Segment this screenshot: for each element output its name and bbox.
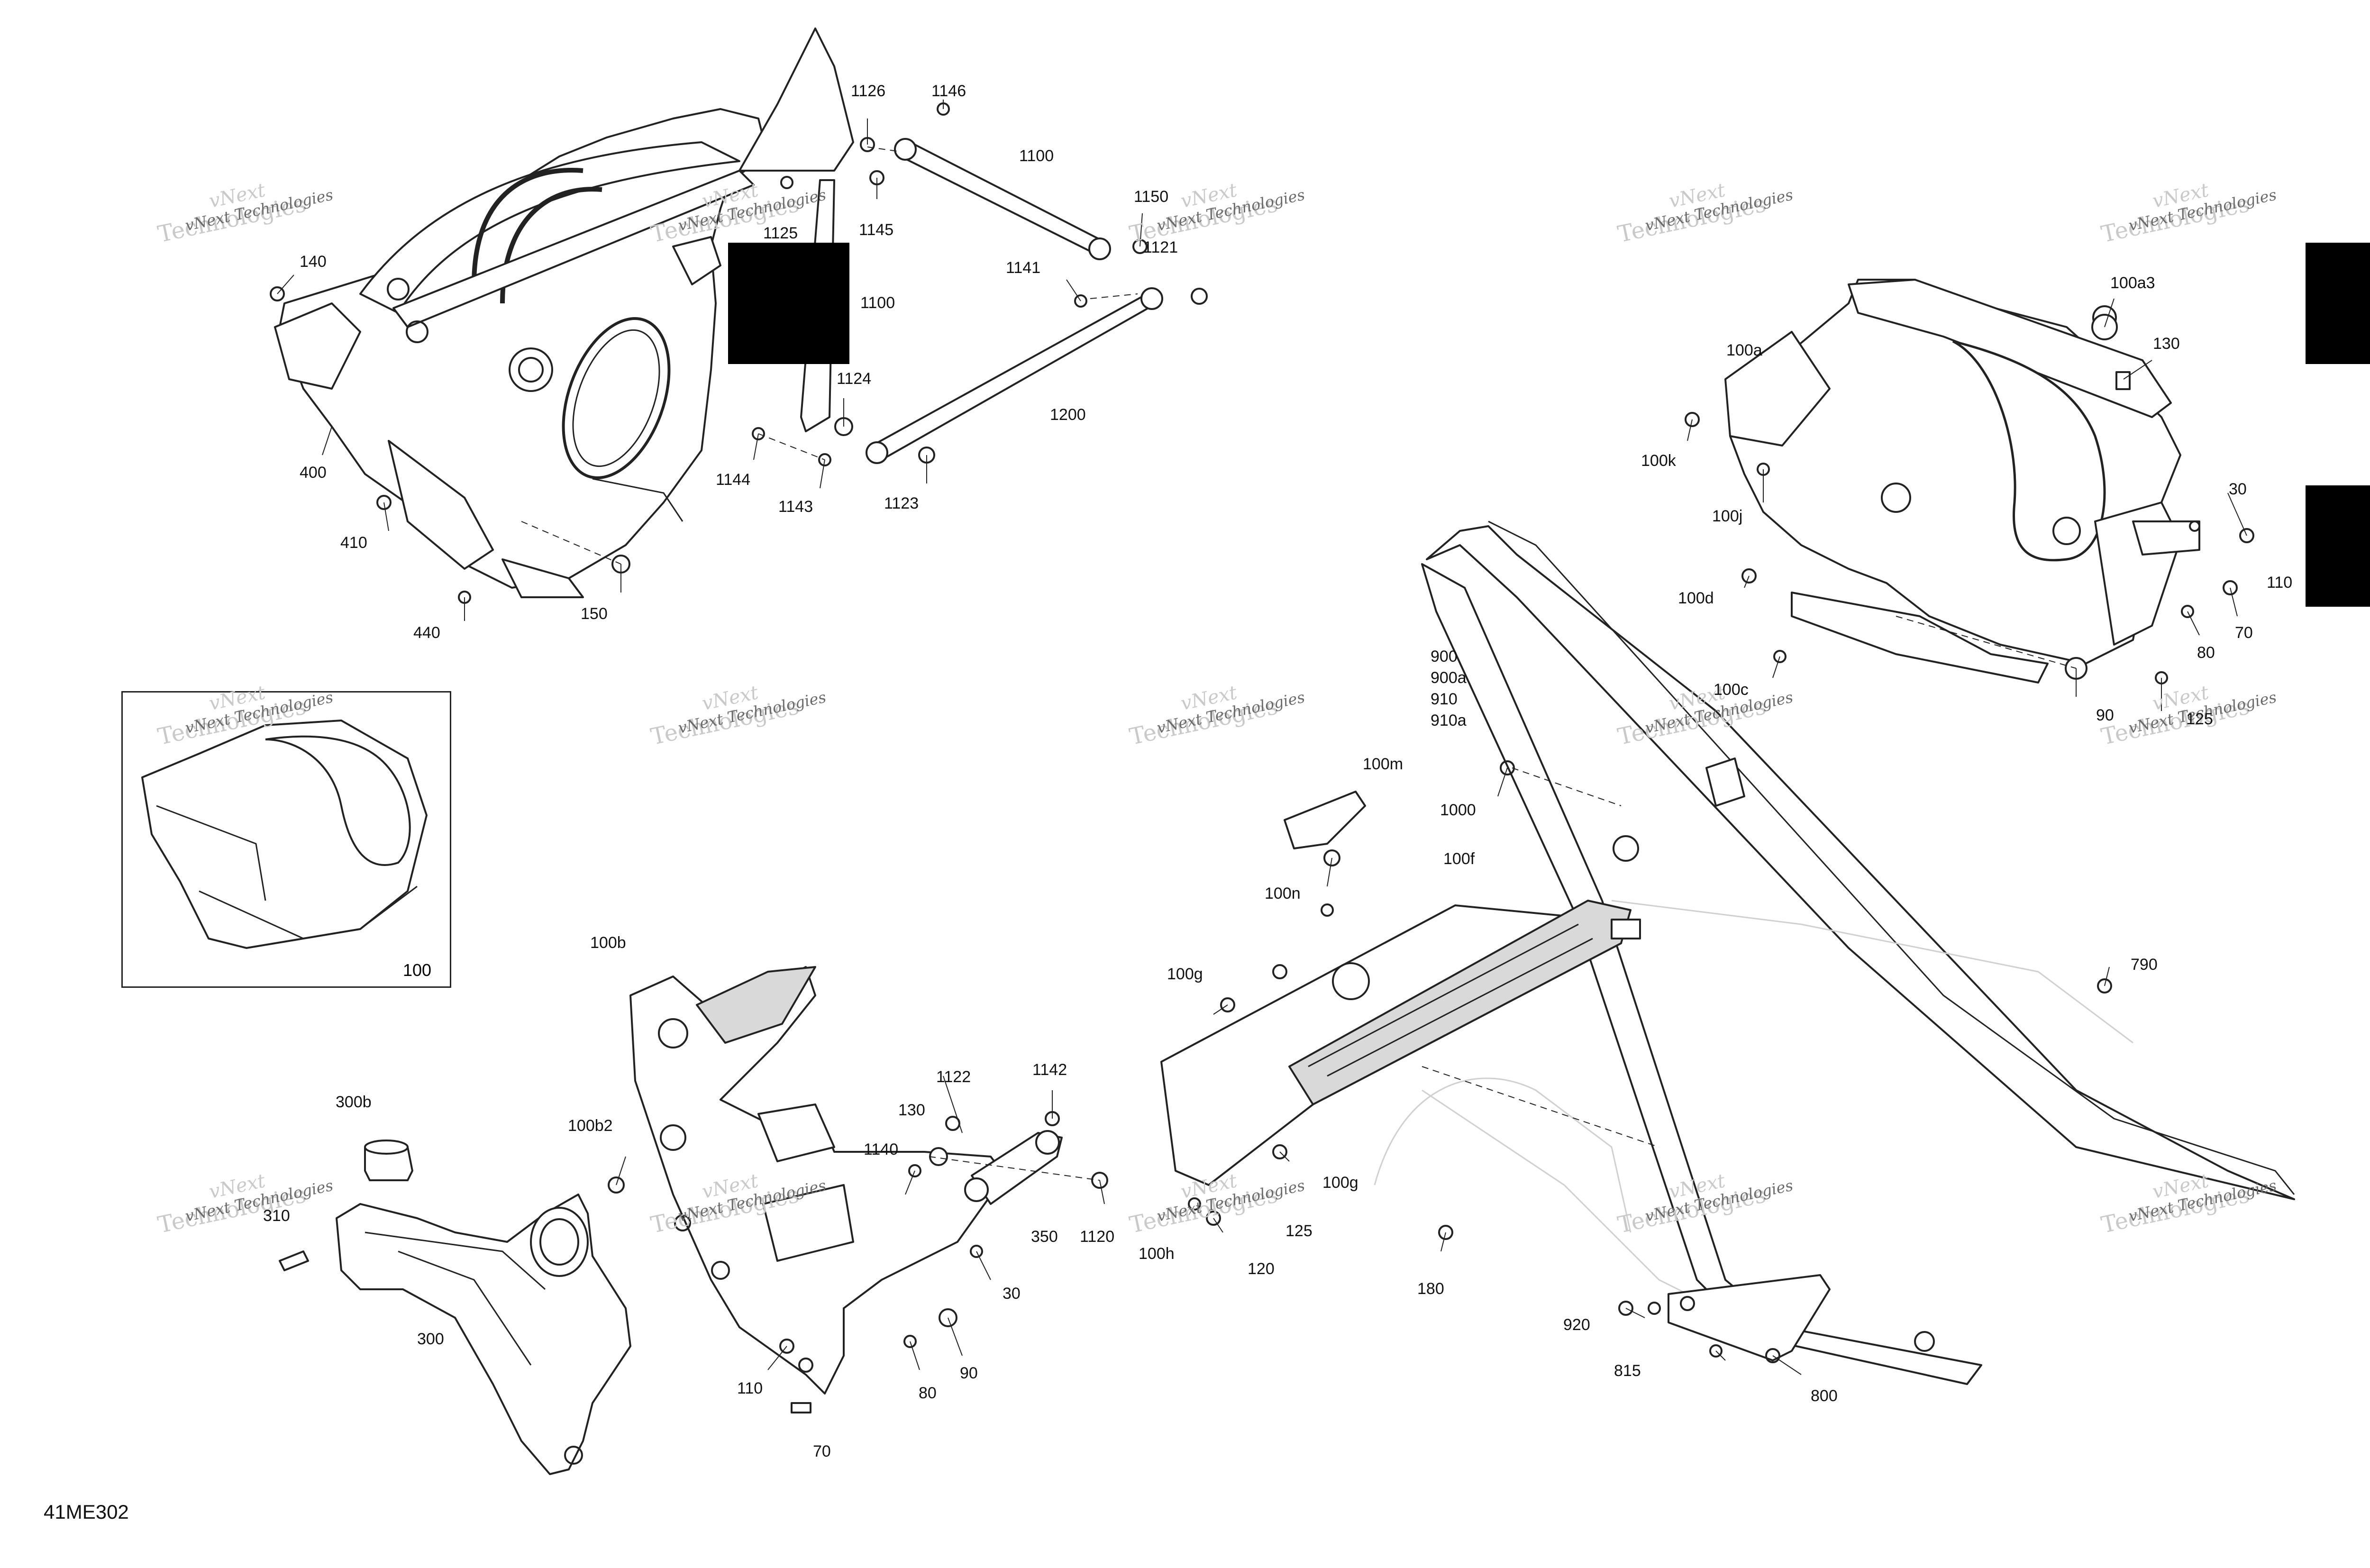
fasteners-top-left xyxy=(270,102,1208,604)
callout-label: 100a3 xyxy=(2110,274,2155,292)
callout-label: 910 xyxy=(1431,690,1458,708)
callout-label: 100j xyxy=(1712,507,1743,525)
callout-label: 80 xyxy=(919,1384,937,1402)
callout-label: 1142 xyxy=(1032,1061,1067,1079)
callout-label: 1120 xyxy=(1080,1228,1115,1246)
callout-label: 125 xyxy=(2186,710,2213,728)
edge-tab-upper xyxy=(2306,243,2370,364)
callout-label: 100c xyxy=(1714,681,1749,699)
callout-label: 180 xyxy=(1417,1280,1444,1298)
callout-label: 110 xyxy=(737,1379,763,1397)
callout-label: 30 xyxy=(1003,1285,1021,1303)
inset-frame-drawing xyxy=(141,720,428,949)
callout-label: 1123 xyxy=(884,494,919,512)
callout-label: 900 xyxy=(1431,647,1458,665)
callout-label: 1125 xyxy=(763,224,798,242)
floor-panel xyxy=(1160,900,1641,1186)
inset-label: 100 xyxy=(403,960,432,980)
rear-frame-assembly xyxy=(274,27,854,598)
callout-label: 80 xyxy=(2197,644,2215,662)
callout-label: 350 xyxy=(1031,1228,1058,1246)
dashed-assembly-lines xyxy=(521,146,2077,1181)
callout-label: 140 xyxy=(300,253,327,271)
front-lower-frame xyxy=(629,966,1006,1395)
rear-casting-300 xyxy=(336,1194,631,1475)
figure-code: 41ME302 xyxy=(44,1501,129,1523)
callout-label: 1200 xyxy=(1050,406,1086,424)
callout-label: 300b xyxy=(336,1093,372,1111)
callout-label: 100g xyxy=(1322,1174,1358,1192)
callout-label: 100b2 xyxy=(568,1117,613,1135)
callout-label: 900a xyxy=(1431,669,1467,687)
callout-label: 790 xyxy=(2131,956,2158,974)
callout-label: 100k xyxy=(1641,452,1676,470)
callout-label: 920 xyxy=(1563,1316,1590,1334)
callout-label: 70 xyxy=(2235,624,2253,642)
cover-plate xyxy=(1284,791,1366,849)
callout-label: 910a xyxy=(1431,711,1467,729)
callout-label: 1141 xyxy=(1006,259,1041,277)
callout-label: 1124 xyxy=(837,370,872,388)
callout-label: 1100 xyxy=(860,294,895,312)
callout-label: 1121 xyxy=(1143,238,1178,256)
callout-label: 100d xyxy=(1678,589,1714,607)
callout-label: 100f xyxy=(1443,850,1475,868)
edge-tab-lower xyxy=(2306,485,2370,607)
callout-label: 440 xyxy=(413,624,440,642)
callout-label: 30 xyxy=(2229,480,2247,498)
callout-label: 100a xyxy=(1726,341,1762,359)
callout-label: 1150 xyxy=(1134,188,1169,206)
callout-label: 1100 xyxy=(1019,147,1054,165)
callout-label: 110 xyxy=(2267,574,2293,592)
callout-label: 100m xyxy=(1363,755,1404,773)
callout-label: 100n xyxy=(1265,884,1301,903)
callout-label: 125 xyxy=(1285,1222,1313,1240)
callout-label: 1000 xyxy=(1440,801,1476,819)
callout-label: 120 xyxy=(1248,1260,1275,1278)
fasteners-bottom-left xyxy=(279,1111,1108,1413)
front-frame-assembly xyxy=(1724,279,2200,684)
bracket-800 xyxy=(1668,1274,1831,1361)
callout-label: 1144 xyxy=(716,471,751,489)
callout-label: 100h xyxy=(1139,1245,1175,1263)
inset-box xyxy=(121,691,451,988)
callout-label: 410 xyxy=(340,534,367,552)
link-350 xyxy=(964,1130,1063,1205)
callout-label: 400 xyxy=(300,464,327,482)
callout-label: 1143 xyxy=(778,498,813,516)
callout-label: 90 xyxy=(2096,706,2114,724)
callout-label: 90 xyxy=(960,1364,978,1382)
callout-label: 150 xyxy=(581,605,608,623)
callout-label: 1145 xyxy=(859,221,894,239)
callout-label: 100g xyxy=(1167,965,1203,983)
leader-lines xyxy=(277,100,2247,1375)
callout-label: 1146 xyxy=(931,82,966,100)
callout-label: 130 xyxy=(2153,335,2180,353)
fasteners-middle xyxy=(1188,760,2112,1363)
callout-label: 300 xyxy=(417,1330,444,1348)
callout-label: 310 xyxy=(263,1207,290,1225)
callout-label: 1122 xyxy=(936,1068,971,1086)
callout-label: 130 xyxy=(898,1101,925,1119)
callout-label: 1126 xyxy=(851,82,886,100)
callout-label: 800 xyxy=(1811,1387,1838,1405)
callout-label: 100b xyxy=(590,934,626,952)
redaction-block xyxy=(728,243,849,364)
mount-300b xyxy=(364,1140,413,1181)
callout-label: 815 xyxy=(1614,1362,1641,1380)
lower-tie-rod xyxy=(866,287,1163,464)
callout-label: 1140 xyxy=(864,1140,899,1158)
callout-label: 70 xyxy=(813,1442,831,1460)
